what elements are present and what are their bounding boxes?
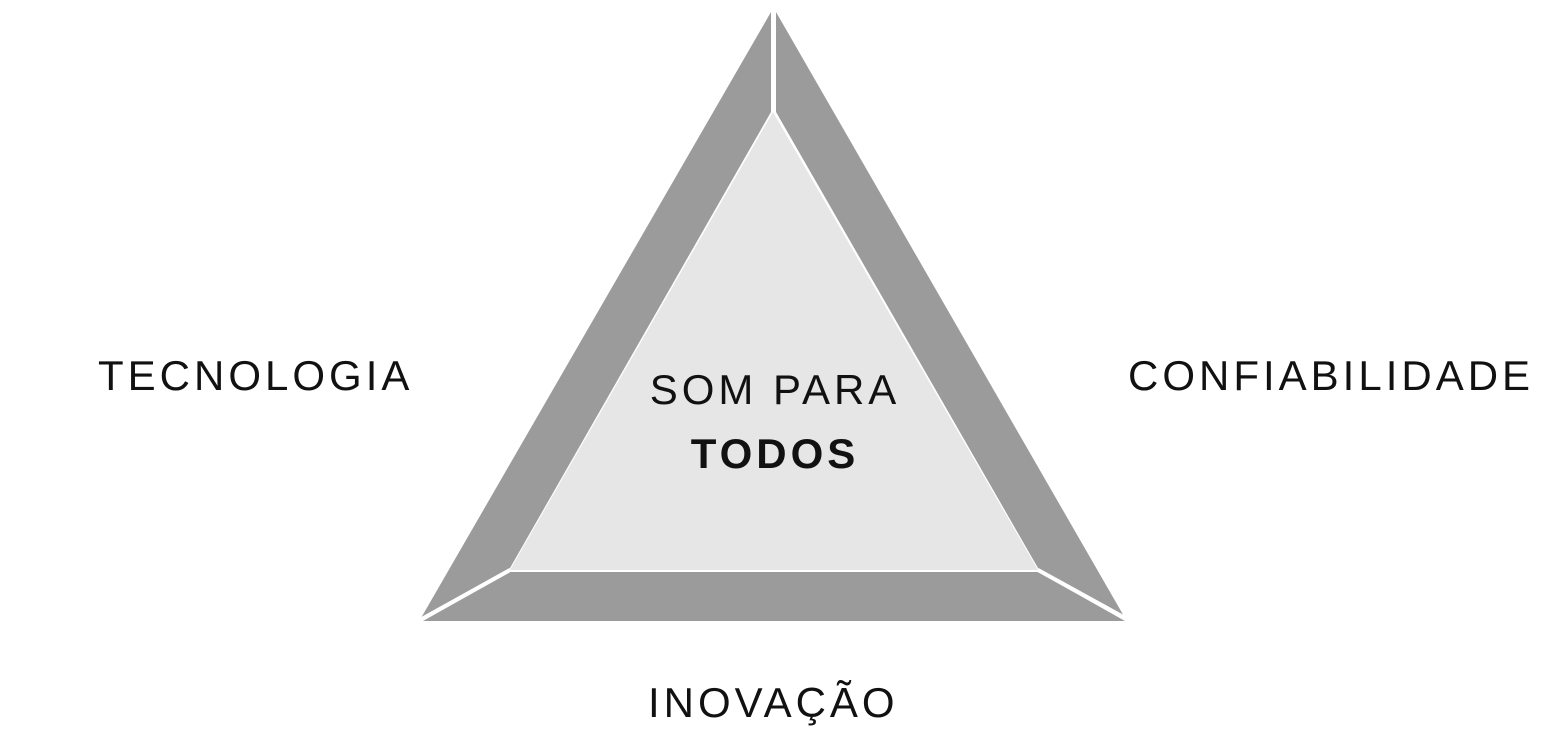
triangle-bevel-bottom (423, 572, 1125, 621)
triangle-bevel-right (776, 12, 1125, 618)
label-tecnologia: TECNOLOGIA (98, 352, 414, 399)
center-slogan: SOM PARA TODOS (575, 368, 975, 476)
bevel-separator-left (419, 568, 511, 622)
label-inovacao: INOVAÇÃO (648, 679, 899, 726)
label-confiabilidade: CONFIABILIDADE (1128, 352, 1535, 399)
triangle-inner-face (510, 112, 1038, 570)
slogan-line-2: TODOS (690, 430, 860, 477)
slogan-line-1: SOM PARA (649, 366, 901, 413)
bevel-separator-right (1037, 568, 1128, 621)
triangle-bevel-left (421, 12, 771, 618)
